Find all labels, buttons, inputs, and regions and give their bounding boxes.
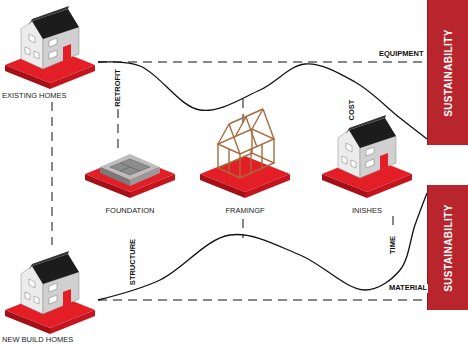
new-build-icon (5, 251, 95, 334)
dashed-connector (52, 102, 53, 245)
existing-home-icon (5, 6, 95, 89)
band-title: SUSTAINABILITY (443, 29, 454, 117)
stage-label: FRAMINGF (196, 206, 294, 215)
axis-label: MATERIAL (388, 284, 428, 293)
stage-icon: EXISTING HOMES (2, 2, 98, 100)
stage-icon: FOUNDATION (82, 110, 178, 215)
sustainability-band: SUSTAINABILITY (427, 0, 468, 145)
framing-icon (200, 109, 290, 198)
axis-label-vertical: TIME (389, 235, 398, 255)
band-title: SUSTAINABILITY (443, 204, 454, 292)
axis-label-vertical: STRUCTURE (129, 238, 138, 286)
stage-label: INISHES (318, 206, 416, 215)
axis-label-vertical: COST (348, 99, 357, 122)
stage-icon: FRAMINGF (196, 110, 294, 215)
stage-icon: NEW BUILD HOMES (2, 246, 98, 344)
foundation-icon (85, 154, 175, 198)
finishes-icon (322, 115, 412, 198)
axis-label-vertical: RETROFIT (114, 68, 123, 108)
stage-label: FOUNDATION (82, 206, 178, 215)
curve-connector (98, 62, 427, 139)
sustainability-band: SUSTAINABILITY (427, 185, 468, 310)
stage-label: NEW BUILD HOMES (2, 335, 98, 344)
axis-label: EQUIPMENT (378, 50, 425, 59)
stage-icon: INISHES (318, 110, 416, 215)
stage-label: EXISTING HOMES (2, 91, 98, 100)
